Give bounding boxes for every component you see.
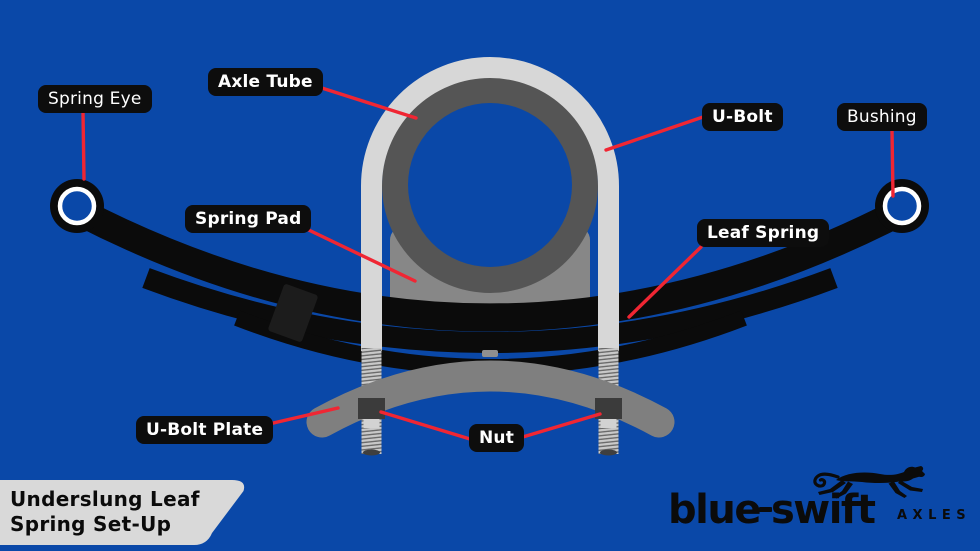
center-bolt — [482, 350, 498, 357]
label-axle-tube: Axle Tube — [208, 68, 323, 96]
brand-suffix: AXLES — [897, 508, 972, 523]
bolt-tip-left — [363, 449, 380, 456]
title-card: Underslung Leaf Spring Set-Up — [0, 480, 252, 545]
brand-right: swift — [770, 487, 876, 533]
leaf-spring-second-leaf — [142, 268, 838, 353]
leader-line-u-bolt — [604, 115, 705, 152]
label-u-bolt: U-Bolt — [702, 103, 783, 131]
bolt-collar-left — [363, 419, 380, 428]
leader-line-bushing — [890, 128, 895, 198]
leader-line-leaf-spring — [627, 245, 703, 319]
bolt-collar-right — [600, 419, 617, 428]
brand-dash — [758, 506, 772, 512]
label-spring-pad: Spring Pad — [185, 205, 312, 233]
leader-line-spring-pad — [288, 219, 417, 283]
leaf-spring-main-leaf — [66, 198, 914, 332]
label-leaf-spring: Leaf Spring — [697, 219, 830, 247]
axle-tube-bore — [408, 103, 572, 267]
title-line-2: Spring Set-Up — [10, 512, 172, 536]
label-nut: Nut — [469, 424, 525, 452]
bushing-left — [57, 186, 97, 226]
leader-line-spring-eye — [81, 110, 86, 181]
label-bushing: Bushing — [837, 103, 927, 131]
spring-clamp — [268, 284, 318, 342]
u-bolt-shape — [361, 57, 619, 351]
label-u-bolt-plate: U-Bolt Plate — [136, 416, 274, 444]
nut-left — [358, 398, 385, 419]
page-title: Underslung Leaf Spring Set-Up — [10, 487, 200, 537]
bolt-tip-right — [600, 449, 617, 456]
nut-right — [595, 398, 622, 419]
leader-line-nut-left — [379, 410, 472, 441]
cheetah-icon — [813, 466, 925, 499]
brand-left: blue — [668, 487, 761, 533]
title-line-1: Underslung Leaf — [10, 487, 200, 511]
label-spring-eye: Spring Eye — [38, 85, 152, 113]
bushing-right — [882, 186, 922, 226]
leader-line-nut-right — [514, 412, 602, 441]
title-card-shape — [0, 480, 245, 545]
